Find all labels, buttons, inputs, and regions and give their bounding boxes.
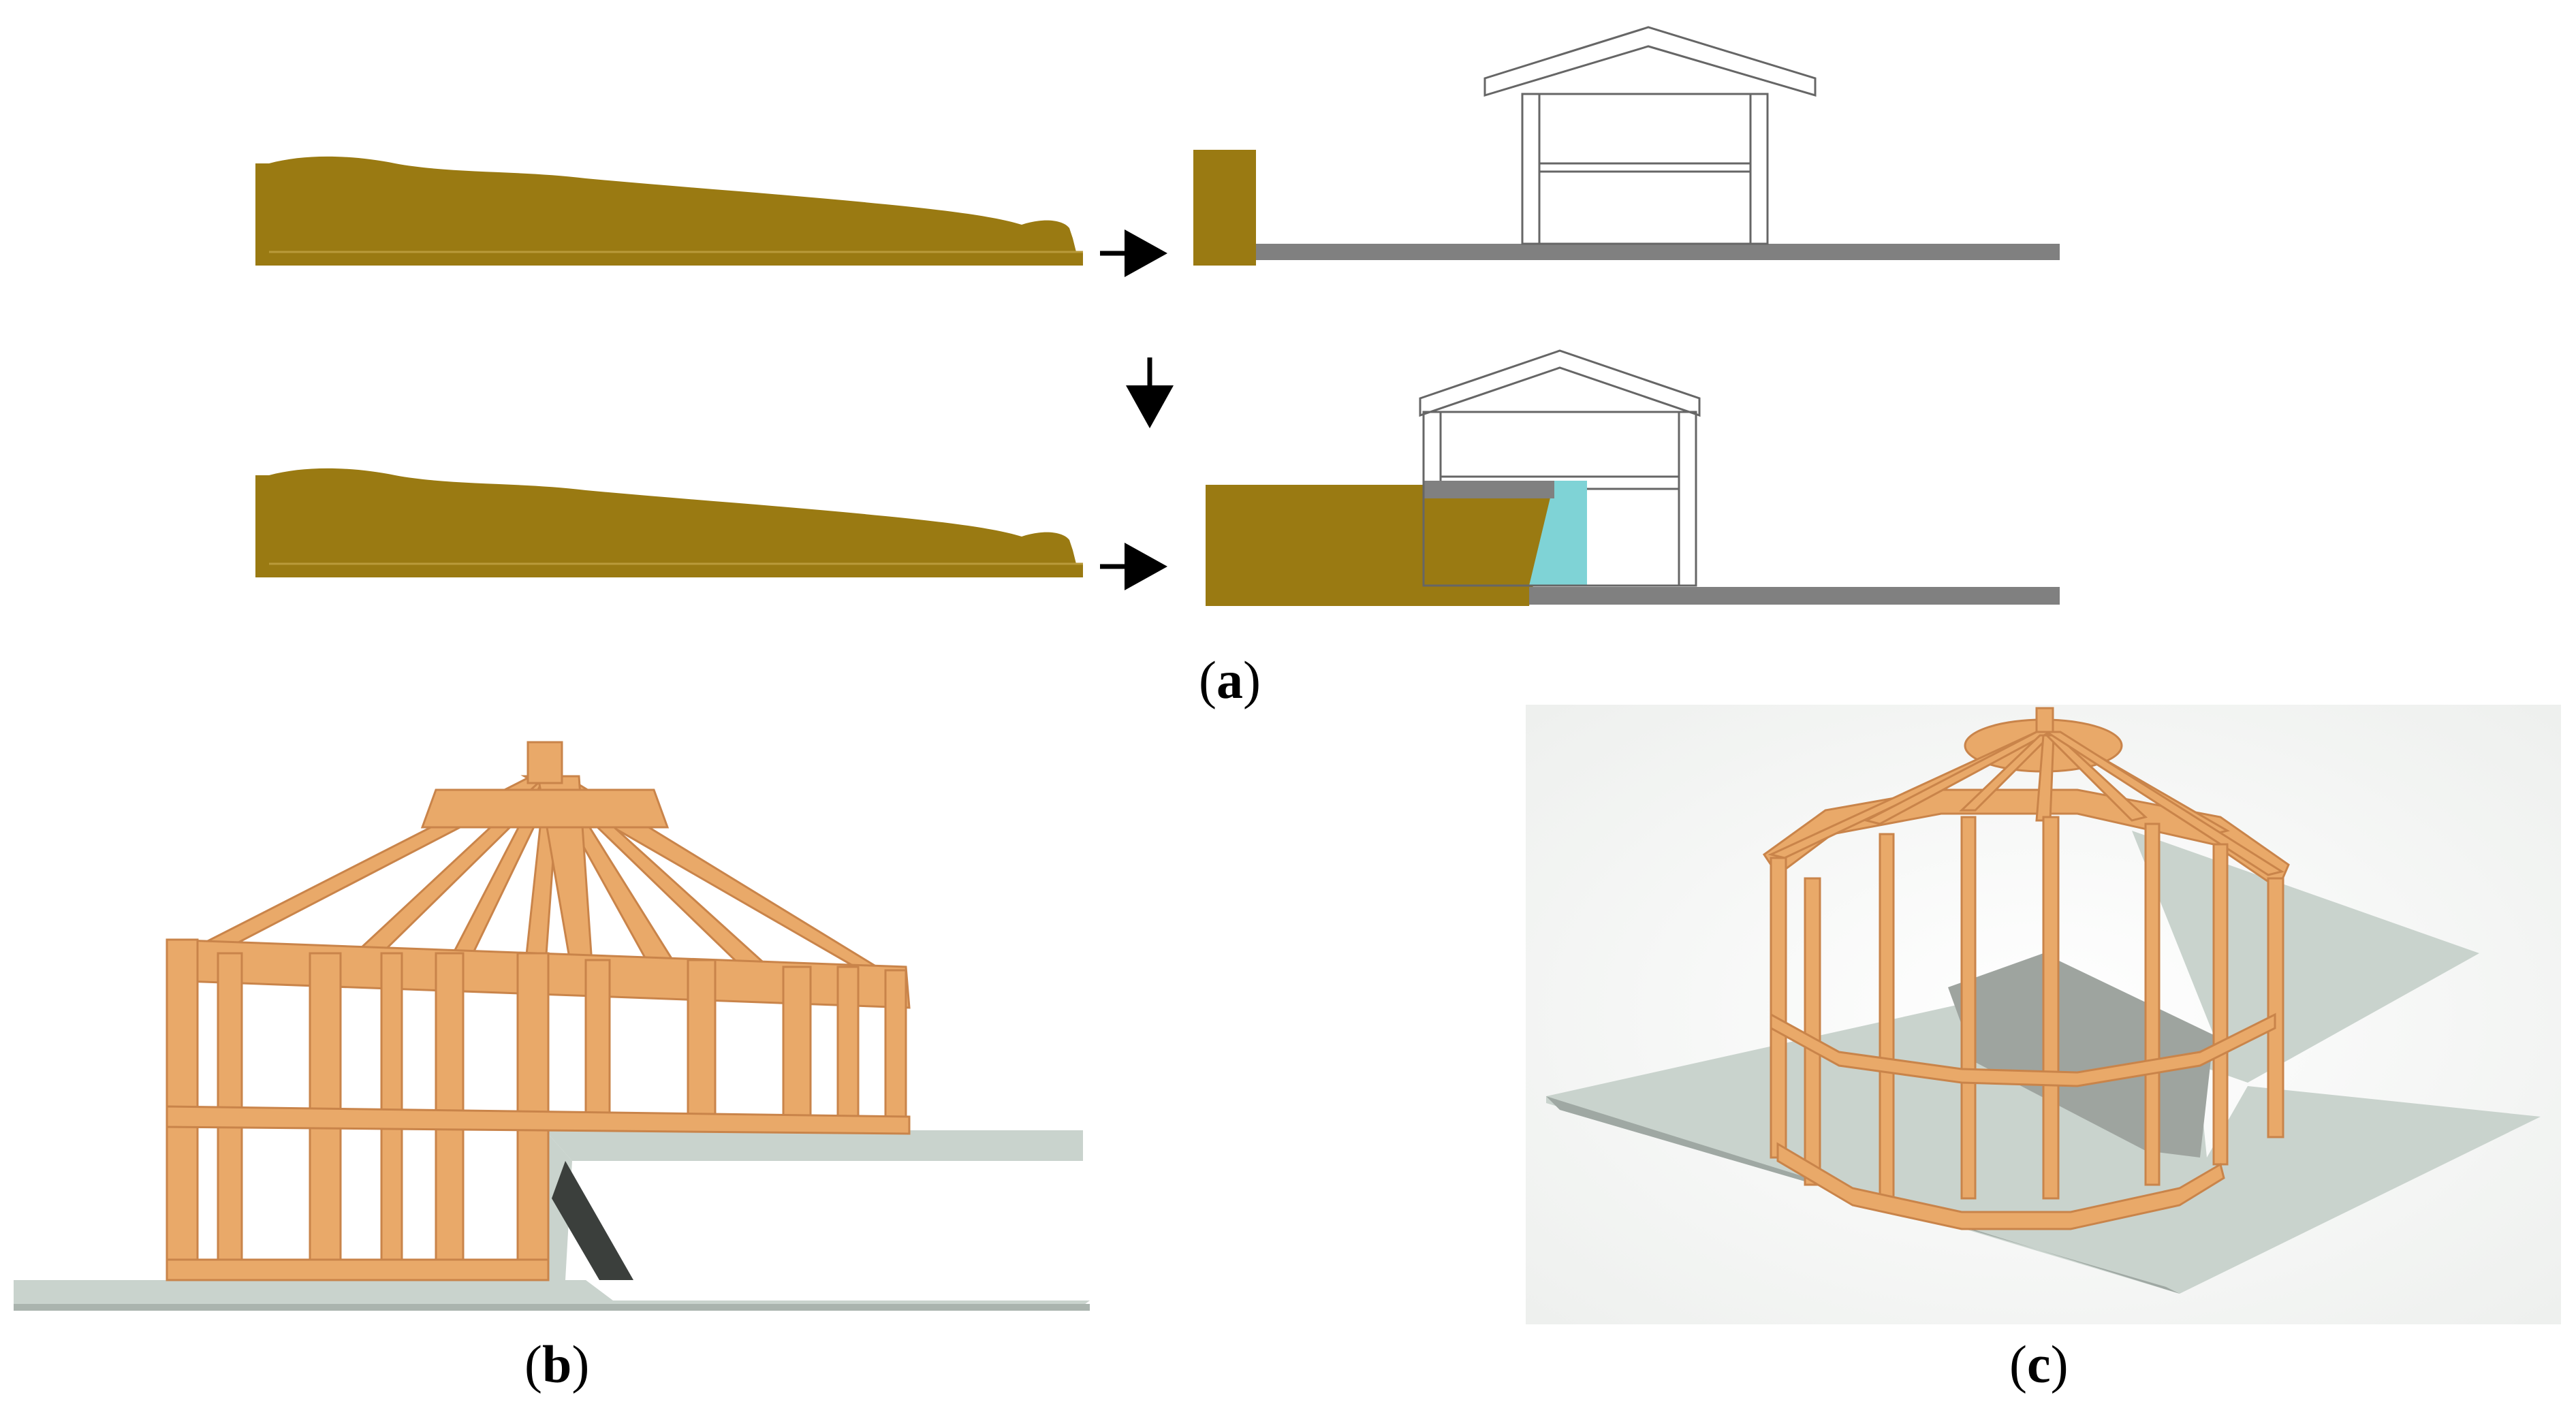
caption-b: (b) xyxy=(524,1335,590,1394)
panel-a xyxy=(255,26,2060,606)
soil-profile-top xyxy=(255,156,1083,266)
house-elevation-top xyxy=(1483,26,1817,245)
ground-line-bottom xyxy=(1529,587,2060,605)
timber-frame-iso xyxy=(1762,707,2290,1230)
ground-line-top xyxy=(1256,244,2060,260)
panel-b xyxy=(14,741,1090,1311)
lower-slab xyxy=(14,1280,1090,1311)
excavated-block xyxy=(1193,150,1256,266)
upper-floor-slab xyxy=(1424,481,1554,498)
panel-c xyxy=(1526,705,2561,1324)
caption-a: (a) xyxy=(1199,650,1261,709)
caption-c: (c) xyxy=(2009,1335,2069,1394)
upper-slab xyxy=(545,1130,1083,1161)
house-elevation-bottom xyxy=(1419,349,1701,587)
soil-profile-bottom xyxy=(255,468,1083,577)
backfilled-soil xyxy=(1206,485,1553,606)
retaining-wall xyxy=(1529,481,1587,586)
timber-frame-elevation xyxy=(166,741,911,1281)
